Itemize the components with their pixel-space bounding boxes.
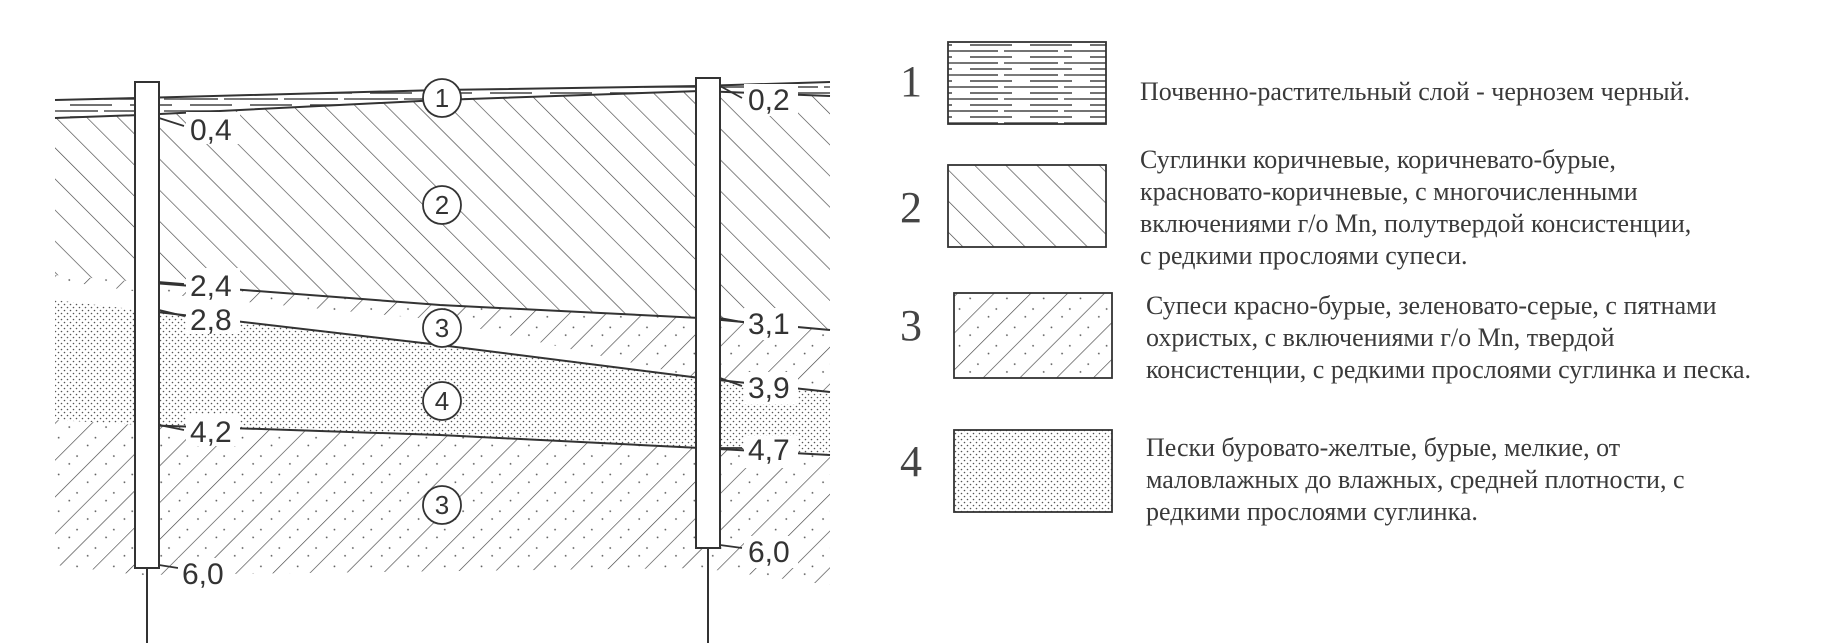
layer-markers: 1 2 3 4 3 xyxy=(422,78,462,525)
legend-text-4-line-3: редкими прослоями суглинка. xyxy=(1146,497,1478,526)
depth-label-left-1: 0,4 xyxy=(190,114,232,147)
legend-text-4-line-1: Пески буровато-желтые, бурые, мелкие, от xyxy=(1146,433,1620,462)
depth-label-left-5: 6,0 xyxy=(182,558,224,591)
depth-label-left-4: 4,2 xyxy=(190,416,232,449)
legend-text-2-line-4: с редкими прослоями супеси. xyxy=(1140,241,1468,270)
depth-tick xyxy=(719,317,743,323)
depth-label-left-2: 2,4 xyxy=(190,270,232,303)
borehole-right-casing xyxy=(695,77,721,549)
depth-label-right-5: 6,0 xyxy=(748,536,790,569)
depth-ticks xyxy=(158,85,743,569)
depth-label-right-3: 3,9 xyxy=(748,372,790,405)
layer-3-sandy-loam-upper xyxy=(55,275,830,392)
legend-text-1-line-1: Почвенно-растительный слой - чернозем че… xyxy=(1140,77,1690,106)
legend-number-4: 4 xyxy=(900,437,922,486)
legend-text-3-line-3: консистенции, с редкими прослоями суглин… xyxy=(1146,355,1751,384)
legend-text-3-line-2: охристых, с включениями г/о Mn, твердой xyxy=(1146,323,1615,352)
legend-swatch-loam xyxy=(947,164,1107,248)
depth-label-left-3: 2,8 xyxy=(190,304,232,337)
layer-marker-circle xyxy=(422,185,462,225)
legend-number-1: 1 xyxy=(900,57,922,106)
depth-tick xyxy=(158,309,185,317)
depth-tick xyxy=(158,424,185,431)
depth-tick xyxy=(158,564,179,569)
depth-tick xyxy=(719,544,743,549)
layer-marker-3: 3 xyxy=(435,313,449,343)
borehole-left-casing xyxy=(134,81,160,569)
layer-marker-5: 3 xyxy=(435,490,449,520)
depth-label-right-4: 4,7 xyxy=(748,434,790,467)
depth-labels: 0,4 2,4 2,8 4,2 6,0 0,2 3,1 3,9 4,7 6,0 xyxy=(178,84,798,591)
layer-marker-circle xyxy=(422,78,462,118)
layer-marker-circle xyxy=(422,381,462,421)
layer-4-sand xyxy=(55,300,830,455)
depth-tick xyxy=(719,85,743,99)
legend-swatch-sand xyxy=(953,429,1113,513)
depth-label-right-1: 0,2 xyxy=(748,84,790,117)
borehole-left xyxy=(134,81,160,643)
legend-text-2-line-1: Суглинки коричневые, коричневато-бурые, xyxy=(1140,145,1616,174)
layer-marker-4: 4 xyxy=(435,386,449,416)
legend-text-3-line-1: Супеси красно-бурые, зеленовато-серые, с… xyxy=(1146,291,1717,320)
legend-text-4-line-2: маловлажных до влажных, средней плотност… xyxy=(1146,465,1685,494)
layer-marker-circle xyxy=(422,485,462,525)
depth-tick xyxy=(719,377,743,387)
legend-number-2: 2 xyxy=(900,183,922,232)
legend-text-2-line-2: красновато-коричневые, с многочисленными xyxy=(1140,177,1638,206)
depth-label-right-2: 3,1 xyxy=(748,308,790,341)
layer-marker-1: 1 xyxy=(435,83,449,113)
legend-swatch-soil xyxy=(947,41,1107,125)
legend-number-3: 3 xyxy=(900,301,922,350)
legend-text-2-line-3: включениями г/о Mn, полутвердой консисте… xyxy=(1140,209,1691,238)
layer-marker-circle xyxy=(422,308,462,348)
legend: 1 Почвенно-растительный слой - чернозем … xyxy=(900,41,1751,526)
legend-swatch-sandy-loam xyxy=(953,292,1113,379)
layer-marker-2: 2 xyxy=(435,190,449,220)
borehole-right xyxy=(695,77,721,643)
depth-tick xyxy=(158,117,185,127)
depth-tick xyxy=(158,281,185,285)
